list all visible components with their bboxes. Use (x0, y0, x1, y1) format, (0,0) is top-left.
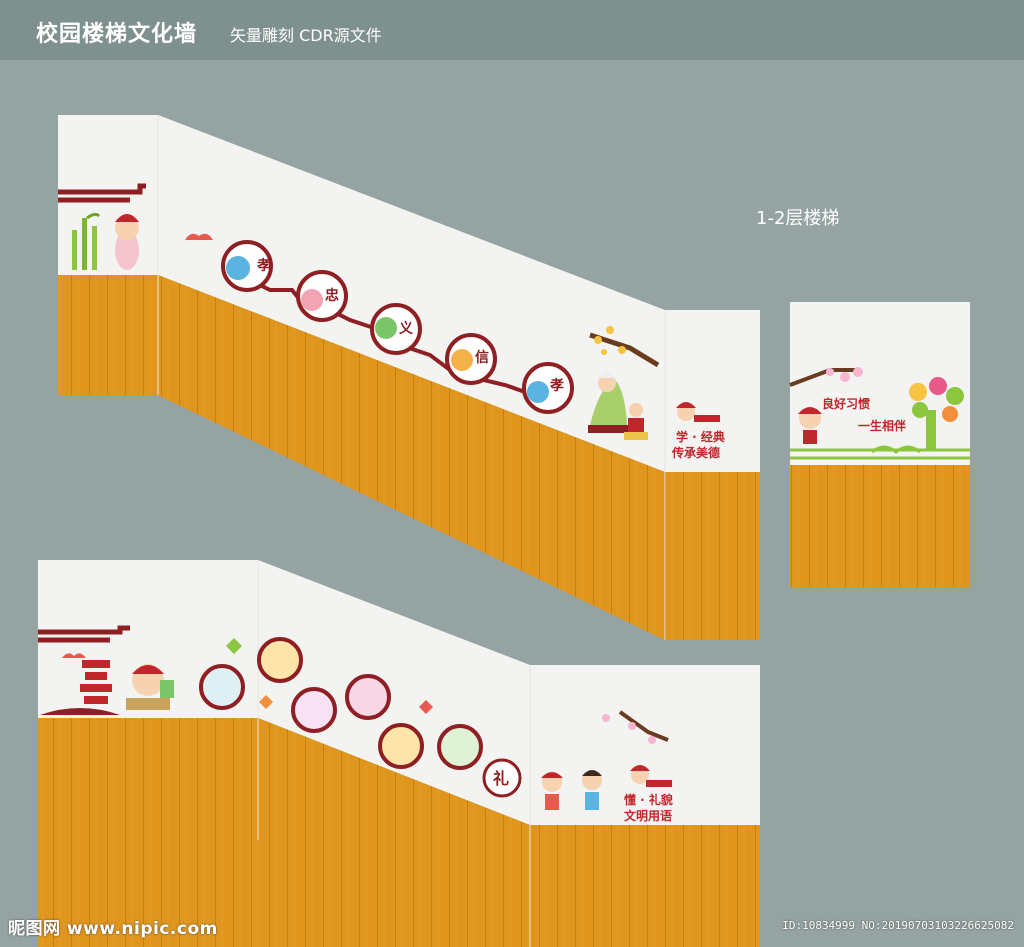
medallion-yi: 义 (370, 303, 422, 355)
svg-text:孝: 孝 (549, 377, 564, 394)
cloud-icon-lower (62, 653, 86, 658)
medallion-zhong: 忠 (296, 270, 348, 322)
bowing-children-icon (541, 770, 602, 810)
svg-text:文明用语: 文明用语 (624, 808, 672, 823)
medallion-xiao: 孝 (221, 240, 273, 292)
blossom-branch-lower-icon (602, 710, 669, 744)
svg-text:忠: 忠 (325, 288, 339, 304)
cloud-icon (185, 233, 213, 240)
medallion-row-upper: 孝 忠 义 信 孝 (221, 240, 574, 414)
sage-teacher-icon (588, 372, 630, 433)
habit-line-1: 良好习惯 (822, 396, 870, 411)
plum-branch-icon (589, 326, 660, 368)
svg-text:学 · 经典: 学 · 经典 (676, 429, 725, 444)
panel-label: 1-2层楼梯 (756, 208, 840, 229)
eave-ornament (58, 183, 146, 203)
svg-text:信: 信 (475, 349, 489, 366)
branch-blossom-icon (789, 367, 863, 387)
svg-text:孝: 孝 (256, 257, 271, 274)
image-id-watermark: ID:10834999 NO:20190703103226625082 (782, 919, 1014, 932)
classic-virtue-badge: 学 · 经典 传承美德 (671, 402, 725, 460)
li-medallion: 礼 (482, 758, 522, 798)
site-watermark: 昵图网 www.nipic.com (8, 919, 218, 939)
pagoda-icon (40, 660, 120, 715)
header-bar (0, 0, 1024, 60)
svg-text:懂 · 礼貌: 懂 · 礼貌 (623, 792, 673, 807)
medallion-xin: 信 (445, 333, 497, 385)
bamboo-icon (72, 212, 101, 270)
child-reading-icon (624, 403, 648, 440)
habit-line-2: 一生相伴 (858, 418, 906, 433)
page-subtitle: 矢量雕刻 CDR源文件 (230, 26, 382, 45)
svg-text:礼: 礼 (493, 769, 509, 788)
page-title: 校园楼梯文化墙 (36, 22, 198, 47)
medallion-xiao-2: 孝 (522, 362, 574, 414)
cartoon-boy-icon (115, 214, 139, 270)
flower-medallions-lower (199, 637, 483, 770)
studying-boy-icon (126, 664, 174, 710)
svg-text:传承美德: 传承美德 (671, 445, 720, 460)
lower-stair-wall: 礼 懂 · 礼貌 文明用语 (38, 560, 760, 947)
eave-ornament-lower (38, 625, 130, 643)
heart-tree-icon (909, 377, 964, 450)
side-panel: 良好习惯 一生相伴 (789, 302, 970, 587)
courtesy-badge: 懂 · 礼貌 文明用语 (623, 765, 673, 823)
cartoon-boy-side-icon (798, 407, 822, 444)
svg-text:义: 义 (399, 320, 413, 337)
